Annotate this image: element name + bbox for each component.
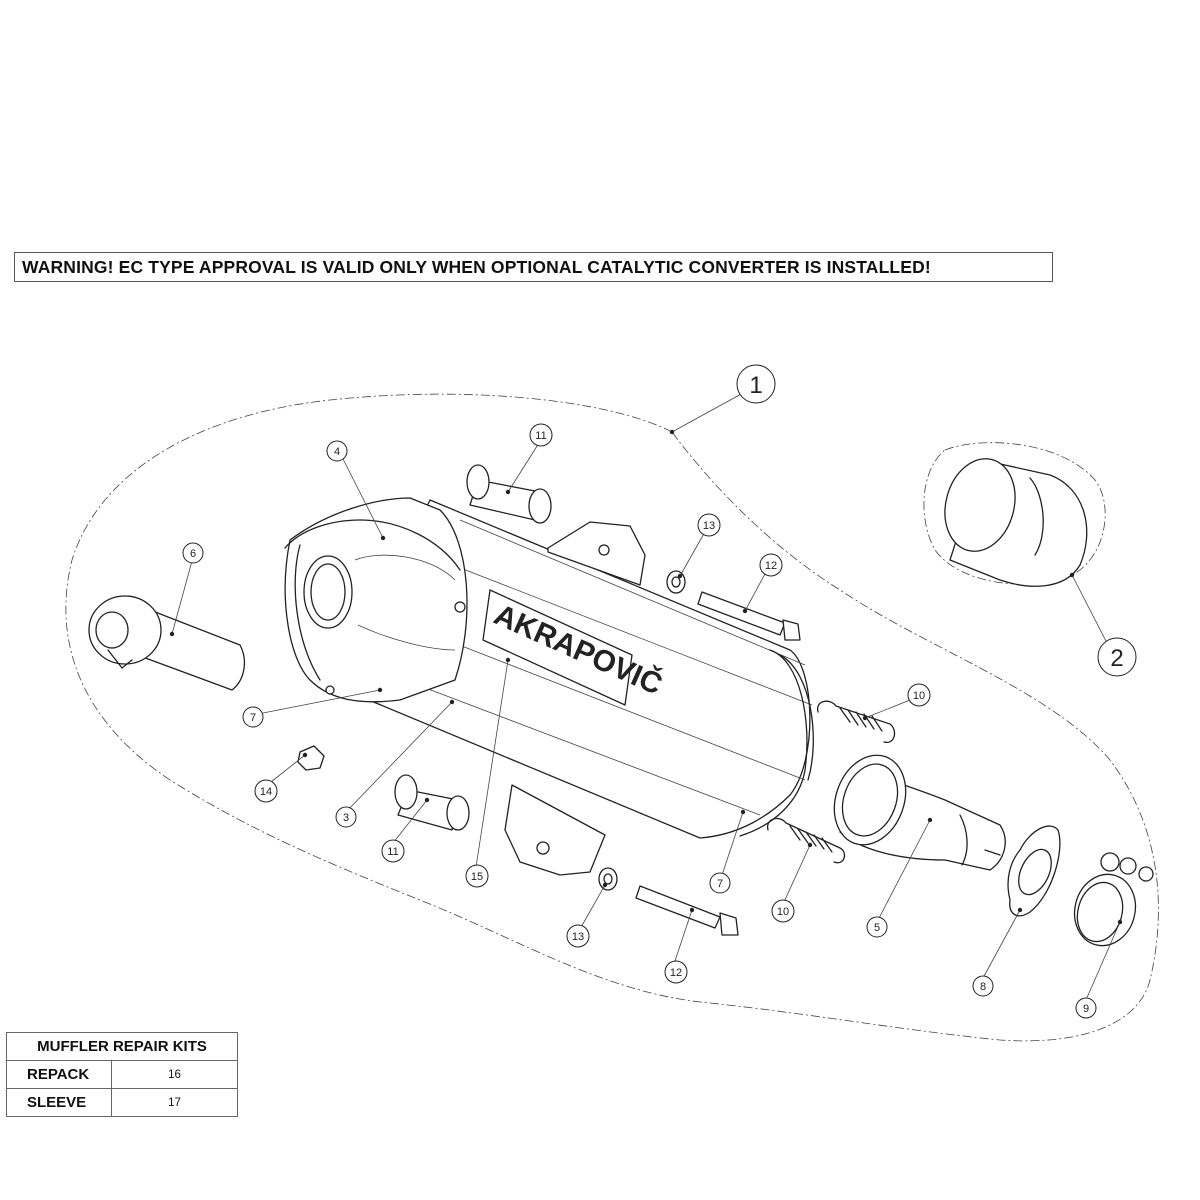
repack-value: 16 <box>111 1060 238 1089</box>
washer-upper <box>666 570 686 594</box>
callout-8-label: 8 <box>980 981 986 993</box>
callout-10a: 10 <box>907 683 931 707</box>
bolt-lower <box>635 885 739 936</box>
callout-13a: 13 <box>697 513 721 537</box>
callout-11a-label: 11 <box>535 430 546 442</box>
callout-12b: 12 <box>664 960 688 984</box>
washer-lower-hole <box>603 873 613 885</box>
callout-12a-label: 12 <box>765 560 777 572</box>
callout-13b: 13 <box>566 924 590 948</box>
bolt-upper <box>697 591 801 641</box>
callout-10a-label: 10 <box>913 690 925 702</box>
callout-3: 3 <box>335 806 357 828</box>
lower-bracket-hole <box>536 841 550 855</box>
washer-upper-hole <box>671 576 681 588</box>
callout-3-label: 3 <box>343 812 349 824</box>
callout-9-label: 9 <box>1083 1003 1089 1015</box>
link-pipe <box>833 754 1006 871</box>
callout-12a: 12 <box>759 553 783 577</box>
muffler-repair-kits-table: MUFFLER REPAIR KITS REPACK 16 SLEEVE 17 <box>6 1032 238 1117</box>
upper-bracket <box>547 521 646 586</box>
gasket-hole <box>1018 848 1052 896</box>
callout-15-label: 15 <box>471 871 483 883</box>
exhaust-clamp <box>1073 852 1154 947</box>
rubber-mount-upper <box>466 464 552 524</box>
rubber-mount-lower <box>394 774 470 831</box>
callout-4-label: 4 <box>334 446 340 458</box>
callout-7a: 7 <box>242 706 264 728</box>
leader-lines <box>171 392 1121 1001</box>
callout-8: 8 <box>972 975 994 997</box>
callout-12b-label: 12 <box>670 967 682 979</box>
repack-label: REPACK <box>6 1060 112 1089</box>
sleeve-label: SLEEVE <box>6 1088 112 1117</box>
callout-15: 15 <box>465 864 489 888</box>
callout-2-label: 2 <box>1110 645 1123 672</box>
flange-gasket <box>1007 825 1061 917</box>
callout-14: 14 <box>254 779 278 803</box>
callout-5-label: 5 <box>874 922 880 934</box>
callout-5: 5 <box>866 916 888 938</box>
upper-bracket-hole <box>598 544 610 556</box>
callout-7b-label: 7 <box>717 878 723 890</box>
callout-4: 4 <box>326 440 348 462</box>
callout-7b: 7 <box>709 872 731 894</box>
spring-upper <box>817 700 896 743</box>
callout-1-label: 1 <box>749 372 762 399</box>
callout-6: 6 <box>182 542 204 564</box>
front-end-cap <box>284 497 468 703</box>
callout-13b-label: 13 <box>572 931 584 943</box>
callout-14-label: 14 <box>260 786 272 798</box>
callout-13a-label: 13 <box>703 520 715 532</box>
repair-kits-header-row: MUFFLER REPAIR KITS <box>6 1032 238 1061</box>
washer-lower <box>598 867 618 891</box>
callout-7a-label: 7 <box>250 712 256 724</box>
lower-bracket <box>504 784 606 876</box>
assembly-1-boundary <box>65 393 1159 1042</box>
callout-2: 2 <box>1097 637 1137 677</box>
callout-11b: 11 <box>381 839 405 863</box>
callout-11a: 11 <box>529 423 553 447</box>
sleeve-value: 17 <box>111 1088 238 1117</box>
repair-kit-row: REPACK 16 <box>6 1060 238 1089</box>
spring-lower <box>767 817 846 864</box>
outlet-pipe <box>88 595 246 691</box>
callout-10b: 10 <box>771 899 795 923</box>
callout-10b-label: 10 <box>777 906 789 918</box>
rivet-nut <box>297 745 325 771</box>
leader-dots <box>169 429 1123 925</box>
repair-kits-title: MUFFLER REPAIR KITS <box>6 1032 238 1061</box>
repair-kit-row: SLEEVE 17 <box>6 1088 238 1117</box>
callout-6-label: 6 <box>190 548 196 560</box>
callout-11b-label: 11 <box>387 846 398 858</box>
callout-1: 1 <box>736 364 776 404</box>
callout-9: 9 <box>1075 997 1097 1019</box>
ec-approval-warning: WARNING! EC TYPE APPROVAL IS VALID ONLY … <box>14 252 1053 282</box>
catalytic-converter <box>944 458 1088 587</box>
